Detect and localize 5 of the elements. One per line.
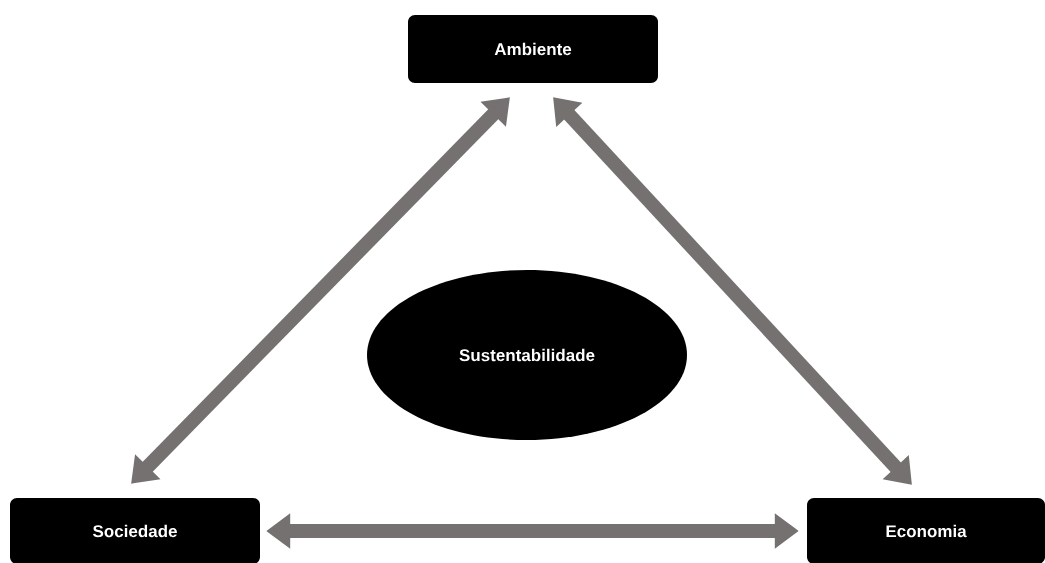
- process-box: Economia: [807, 498, 1045, 563]
- process-box: Sociedade: [10, 498, 260, 563]
- process-box: Ambiente: [408, 15, 658, 83]
- ellipse-node: Sustentabilidade: [367, 270, 687, 440]
- arrow: [131, 97, 510, 484]
